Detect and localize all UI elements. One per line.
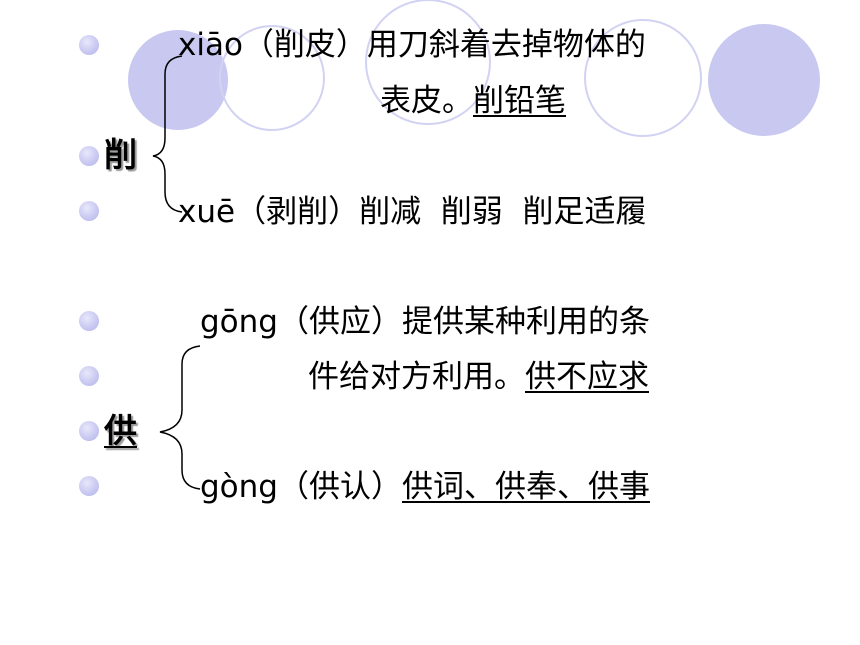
example-word: 供词、供奉、供事 bbox=[401, 469, 650, 505]
bullet-dot-icon bbox=[79, 35, 99, 55]
reading-line-continued: 件给对方利用。供不应求 bbox=[308, 357, 649, 397]
bullet-dot-icon bbox=[79, 476, 99, 496]
pinyin: xiāo bbox=[178, 27, 243, 63]
entry-character: 削 bbox=[104, 135, 137, 174]
reading-line-continued: 表皮。削铅笔 bbox=[380, 81, 566, 121]
gloss: （削皮）用刀斜着去掉物体的 bbox=[242, 27, 646, 63]
gloss: （供认） bbox=[277, 469, 402, 505]
decor-circle-outline-2 bbox=[365, 0, 491, 125]
gloss-continued: 表皮。 bbox=[380, 83, 473, 119]
gloss: （供应）提供某种利用的条 bbox=[277, 304, 650, 340]
entry-character: 供 bbox=[104, 411, 137, 451]
entry-character-underlined: 供 bbox=[104, 411, 137, 450]
gloss: （剥削）削减 削弱 削足适履 bbox=[235, 194, 647, 230]
pinyin: xuē bbox=[178, 194, 236, 230]
decorative-circles-icon bbox=[128, 0, 820, 137]
bullet-dot-icon bbox=[79, 146, 99, 166]
bullet-dot-icon bbox=[79, 201, 99, 221]
reading-line: xuē（剥削）削减 削弱 削足适履 bbox=[178, 192, 647, 232]
reading-line: gòng（供认）供词、供奉、供事 bbox=[200, 467, 650, 507]
bullet-dot-icon bbox=[79, 366, 99, 386]
pinyin: gōng bbox=[200, 304, 278, 340]
decor-circle-outline-1 bbox=[219, 25, 325, 131]
example-word: 削铅笔 bbox=[473, 83, 566, 119]
decor-circle-filled-left bbox=[128, 30, 228, 130]
decor-circle-filled-right bbox=[708, 24, 820, 136]
decor-circle-outline-3 bbox=[584, 19, 702, 137]
reading-line: gōng（供应）提供某种利用的条 bbox=[200, 302, 650, 342]
bullet-dot-icon bbox=[79, 421, 99, 441]
gloss-continued: 件给对方利用。 bbox=[308, 359, 525, 395]
brace-gong bbox=[159, 345, 201, 490]
brace-xiao bbox=[152, 55, 183, 213]
pinyin: gòng bbox=[200, 469, 278, 505]
example-word: 供不应求 bbox=[525, 359, 649, 395]
reading-line: xiāo（削皮）用刀斜着去掉物体的 bbox=[178, 25, 646, 65]
bullet-dot-icon bbox=[79, 311, 99, 331]
